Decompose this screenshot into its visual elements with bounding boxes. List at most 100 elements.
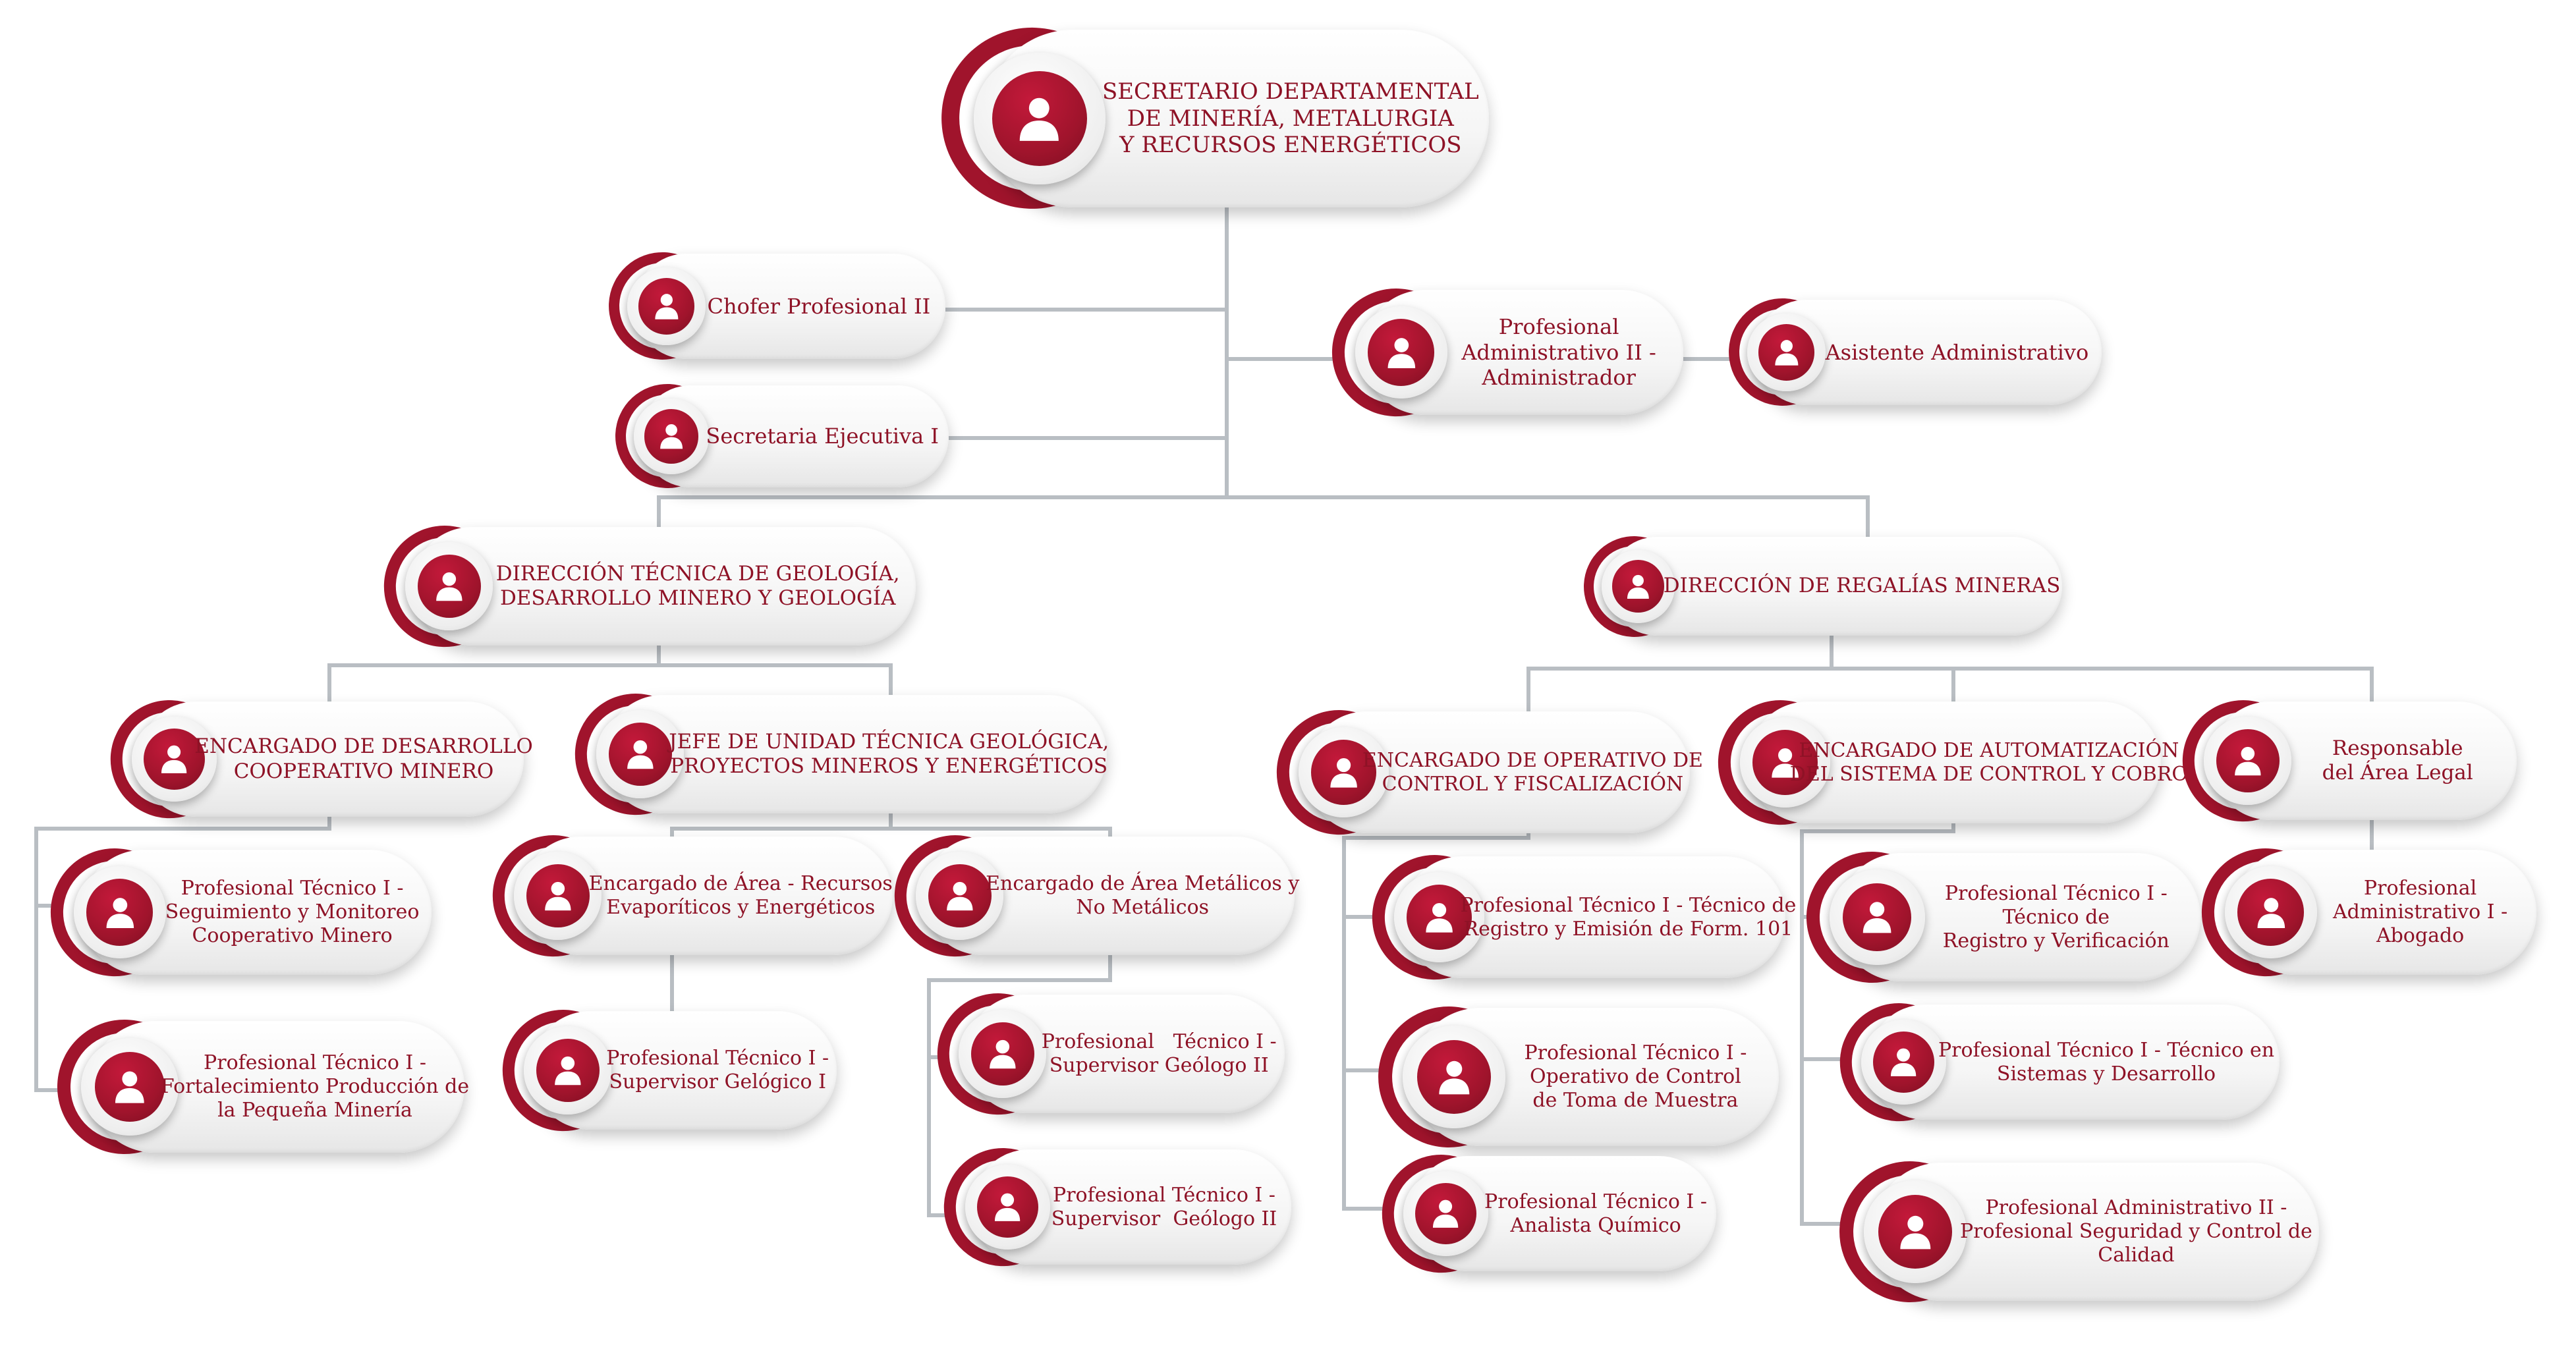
node-label-line: Profesional Técnico I - bbox=[606, 1047, 829, 1070]
avatar-disc bbox=[596, 710, 685, 798]
connector-line bbox=[1526, 667, 2374, 718]
org-node-asistente: Asistente Administrativo bbox=[1710, 281, 2102, 424]
person-icon bbox=[970, 1022, 1034, 1086]
node-label-line: Profesional Técnico I - bbox=[1053, 1183, 1275, 1207]
person-icon bbox=[1878, 1195, 1953, 1269]
node-label-line: del Área Legal bbox=[2322, 761, 2473, 785]
node-label: Profesional Técnico I -Fortalecimiento P… bbox=[161, 1021, 469, 1153]
person-glyph bbox=[655, 294, 679, 319]
node-label-line: Fortalecimiento Producción de bbox=[160, 1075, 470, 1098]
person-icon bbox=[1311, 740, 1376, 805]
node-label-line: Supervisor Gelógico I bbox=[609, 1070, 826, 1093]
node-label-line: JEFE DE UNIDAD TÉCNICA GEOLÓGICA, bbox=[669, 729, 1109, 754]
person-icon bbox=[417, 555, 481, 618]
node-label-line: Profesional Seguridad y Control de bbox=[1960, 1220, 2312, 1243]
node-label: DIRECCIÓN DE REGALÍAS MINERAS bbox=[1664, 537, 2062, 636]
node-label-line: Profesional Técnico I - bbox=[181, 877, 404, 900]
connector-line bbox=[1800, 817, 1955, 1226]
person-icon bbox=[2216, 729, 2280, 792]
node-label-line: Evaporíticos y Energéticos bbox=[606, 896, 876, 919]
org-node-secretaria: Secretaria Ejecutiva I bbox=[598, 367, 949, 506]
node-label: Profesional Técnico I -Analista Químico bbox=[1484, 1156, 1716, 1271]
node-label-line: Supervisor Geólogo II bbox=[1051, 1207, 1277, 1230]
node-label-line: Encargado de Área - Recursos bbox=[588, 872, 893, 895]
person-glyph bbox=[1627, 574, 1649, 599]
node-label: Profesional Técnico I -Operativo de Cont… bbox=[1512, 1008, 1779, 1146]
node-label-line: Administrativo II - bbox=[1461, 339, 1656, 365]
node-label-line: la Pequeña Minería bbox=[217, 1099, 412, 1122]
person-icon bbox=[638, 278, 695, 335]
connector-line bbox=[927, 952, 1112, 1217]
node-label-line: PROYECTOS MINEROS Y ENERGÉTICOS bbox=[670, 754, 1108, 778]
person-glyph bbox=[1891, 1049, 1917, 1077]
org-node-pt-geologico-i: Profesional Técnico I -Supervisor Gelógi… bbox=[482, 990, 837, 1151]
avatar-disc bbox=[81, 1038, 179, 1136]
org-node-jefe-unidad: JEFE DE UNIDAD TÉCNICA GEOLÓGICA,PROYECT… bbox=[555, 674, 1109, 835]
person-glyph bbox=[1772, 748, 1799, 778]
avatar-disc bbox=[1298, 727, 1389, 817]
avatar-disc bbox=[2224, 866, 2318, 959]
avatar-disc bbox=[1739, 717, 1830, 808]
node-label-line: Chofer Profesional II bbox=[707, 293, 931, 319]
person-icon bbox=[536, 1039, 600, 1102]
person-glyph bbox=[1900, 1215, 1931, 1250]
avatar-disc bbox=[2204, 717, 2292, 805]
avatar-disc bbox=[405, 542, 493, 630]
node-label: Secretaria Ejecutiva I bbox=[706, 385, 949, 487]
avatar-disc bbox=[1602, 549, 1675, 623]
node-label-line: Profesional Técnico I - bbox=[1484, 1190, 1707, 1213]
avatar-disc bbox=[916, 852, 1004, 940]
person-glyph bbox=[2235, 746, 2261, 776]
person-glyph bbox=[106, 897, 134, 928]
node-label-line: CONTROL Y FISCALIZACIÓN bbox=[1382, 772, 1684, 796]
node-label-line: COOPERATIVO MINERO bbox=[233, 759, 494, 783]
person-icon bbox=[1368, 319, 1435, 386]
person-glyph bbox=[1426, 902, 1453, 933]
node-label-line: Calidad bbox=[2098, 1244, 2175, 1267]
person-icon bbox=[1414, 1182, 1476, 1245]
person-glyph bbox=[1439, 1060, 1470, 1095]
node-label-line: Secretaria Ejecutiva I bbox=[706, 424, 939, 449]
person-icon bbox=[1611, 560, 1665, 613]
connector-line bbox=[1342, 827, 1530, 1211]
org-node-pt-seguimiento: Profesional Técnico I -Seguimiento y Mon… bbox=[30, 827, 432, 997]
org-node-dir-regalias: DIRECCIÓN DE REGALÍAS MINERAS bbox=[1567, 519, 2062, 653]
person-glyph bbox=[627, 740, 654, 769]
person-icon bbox=[928, 864, 992, 927]
person-glyph bbox=[1863, 902, 1891, 933]
node-label-line: Registro y Emisión de Form. 101 bbox=[1463, 917, 1793, 941]
org-node-pt-quimico: Profesional Técnico I -Analista Químico bbox=[1362, 1135, 1716, 1292]
node-label-line: de Toma de Muestra bbox=[1532, 1089, 1739, 1112]
person-icon bbox=[526, 864, 590, 927]
avatar-disc bbox=[1861, 1019, 1946, 1105]
connector-line bbox=[657, 495, 1227, 534]
node-label-line: Profesional Técnico I - bbox=[1041, 1030, 1277, 1053]
node-label-line: Profesional Técnico I - Técnico en bbox=[1938, 1038, 2275, 1062]
person-glyph bbox=[1330, 757, 1357, 788]
node-label-line: Asistente Administrativo bbox=[1825, 339, 2089, 365]
person-icon bbox=[1417, 1040, 1492, 1114]
person-icon bbox=[86, 879, 154, 946]
node-label-line: Profesional Administrativo II - bbox=[1985, 1196, 2287, 1219]
person-glyph bbox=[995, 1194, 1021, 1222]
avatar-disc bbox=[959, 1010, 1047, 1098]
org-node-pt-geologo-ii-a: Profesional Técnico I -Supervisor Geólog… bbox=[917, 974, 1285, 1134]
node-label-line: DIRECCIÓN DE REGALÍAS MINERAS bbox=[1663, 574, 2061, 598]
avatar-disc bbox=[973, 53, 1106, 184]
